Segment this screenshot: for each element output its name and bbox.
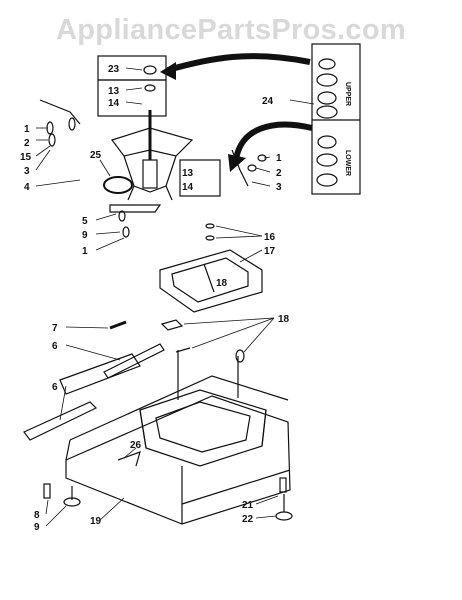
callout-label: 3: [276, 182, 282, 193]
callout-label: 6: [52, 382, 58, 393]
callout-box-13-14: [97, 79, 167, 117]
callout-label: 13: [108, 86, 120, 97]
kit-label-upper: UPPER: [344, 82, 351, 106]
callout-label: 6: [52, 341, 58, 352]
upper-seal-kit: [316, 58, 338, 119]
rail-6-top: [103, 343, 165, 379]
callout-label: 23: [108, 64, 120, 75]
transmission-assembly: [111, 65, 194, 201]
callout-label: 16: [264, 232, 276, 243]
drive-belt: [103, 176, 133, 194]
pin-7: [109, 320, 127, 330]
arrow-upper-kit: [167, 53, 311, 73]
callout-label: 1: [24, 124, 30, 135]
lower-seal-kit: [316, 135, 338, 187]
callout-label: 1: [276, 153, 282, 164]
callout-label: 14: [108, 98, 120, 109]
leveling-foot-left: [43, 483, 81, 507]
callout-label: 15: [20, 152, 32, 163]
link-bracket: [109, 204, 162, 213]
callout-label: 19: [90, 516, 102, 527]
callout-label: 14: [182, 182, 194, 193]
mounting-plate: [159, 223, 263, 313]
callout-label: 8: [34, 510, 40, 521]
callout-label: 7: [52, 323, 58, 334]
callout-label: 26: [130, 440, 142, 451]
kit-box: [311, 43, 361, 195]
arrow-lower-kit: [233, 121, 313, 161]
callout-box-13-14-right: [179, 159, 221, 197]
callout-label: 2: [276, 168, 282, 179]
callout-label: 17: [264, 246, 276, 257]
callout-label: 4: [24, 182, 30, 193]
callout-label: 3: [24, 166, 30, 177]
callout-label: 21: [242, 500, 254, 511]
base-frame: [65, 350, 291, 525]
callout-label: 1: [82, 246, 88, 257]
callout-label: 25: [90, 150, 102, 161]
callout-numbers: 23 13 14 24 1 2 15 3 4 25 13 14 1 2 3 5 …: [20, 64, 290, 533]
callout-label: 9: [82, 230, 88, 241]
kit-label-lower: LOWER: [344, 150, 351, 176]
callout-label: 18: [216, 278, 228, 289]
callout-label: 13: [182, 168, 194, 179]
callout-label: 9: [34, 522, 40, 533]
rail-6-lower: [23, 401, 98, 441]
callout-label: 22: [242, 514, 254, 525]
callout-label: 2: [24, 138, 30, 149]
bracket-top-left: [39, 99, 81, 147]
callout-label: 24: [262, 96, 274, 107]
watermark-text: AppliancePartsPros.com: [56, 14, 406, 46]
callout-label: 18: [278, 314, 290, 325]
callout-label: 5: [82, 216, 88, 227]
